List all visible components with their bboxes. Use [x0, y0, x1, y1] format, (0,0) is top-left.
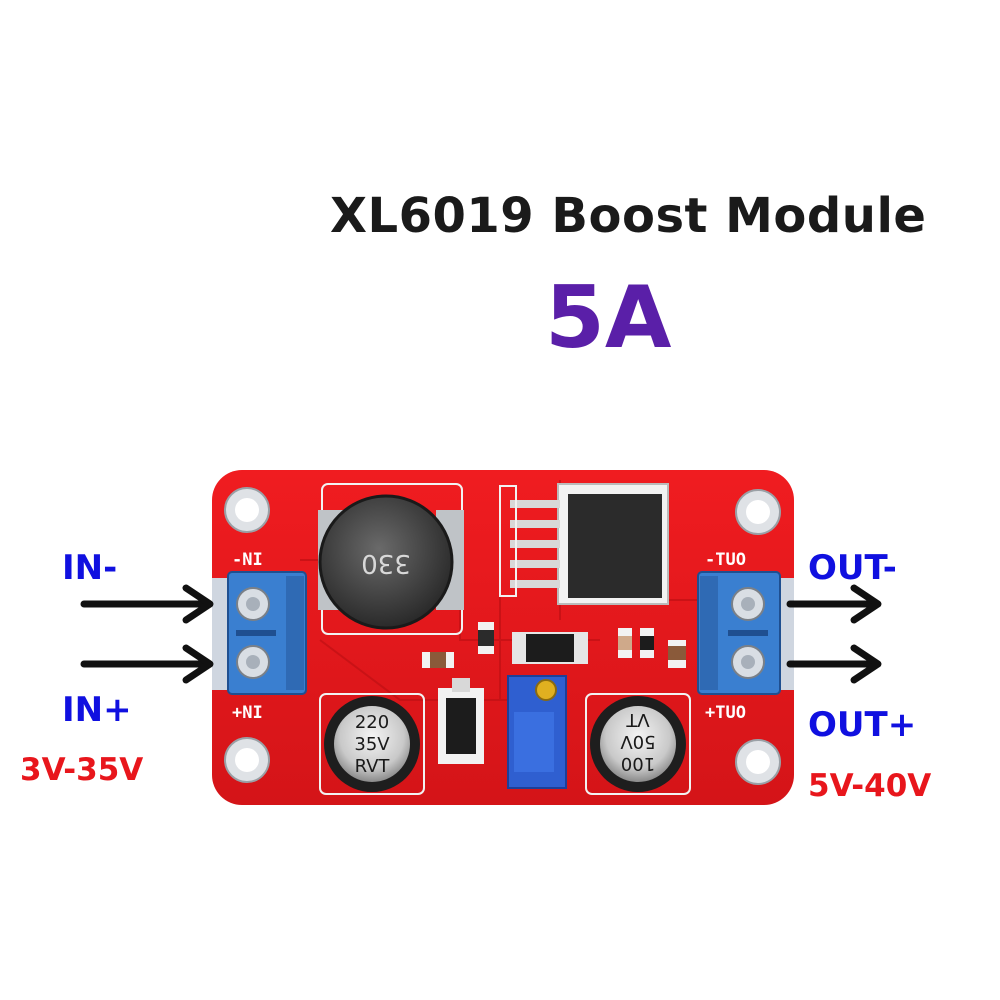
out-minus-arrow-head: [850, 584, 882, 624]
in-plus-arrow-head: [182, 644, 214, 684]
output-cap-voltage: 50V: [620, 731, 656, 752]
in-plus-label: IN+: [62, 690, 132, 730]
out-plus-label: OUT+: [808, 705, 917, 745]
in-minus-arrow-head: [182, 584, 214, 624]
out-plus-arrow-head: [850, 644, 882, 684]
input-terminal-block: [212, 571, 307, 695]
input-cap-series: RVT: [355, 756, 391, 777]
silk-in-plus: +NI: [232, 703, 263, 723]
out-minus-label: OUT-: [808, 548, 897, 588]
input-voltage-range: 3V-35V: [20, 752, 144, 788]
output-terminal-block: [697, 571, 794, 695]
inductor: 330: [318, 483, 464, 635]
input-cap-voltage: 35V: [354, 734, 390, 755]
rectifier-diode: [438, 678, 484, 764]
silk-out-minus: -TUO: [705, 550, 746, 570]
output-voltage-range: 5V-40V: [808, 768, 932, 804]
smd-components: [422, 622, 686, 668]
xl6019-ic: [499, 483, 669, 605]
silk-out-plus: +TUO: [705, 703, 746, 723]
output-cap-value: 100: [621, 753, 655, 774]
output-capacitor: 100 50V VT: [585, 693, 691, 795]
silk-in-minus: -NI: [232, 550, 263, 570]
output-cap-series: VT: [625, 709, 649, 730]
input-capacitor: 220 35V RVT: [319, 693, 425, 795]
mounting-holes: [224, 487, 781, 785]
product-title: XL6019 Boost Module: [330, 188, 927, 244]
input-cap-value: 220: [355, 712, 389, 733]
wiring-arrows: [80, 584, 882, 684]
trimmer-potentiometer: [507, 675, 567, 789]
inductor-marking: 330: [361, 548, 411, 578]
current-rating: 5A: [545, 268, 672, 368]
in-minus-label: IN-: [62, 548, 118, 588]
